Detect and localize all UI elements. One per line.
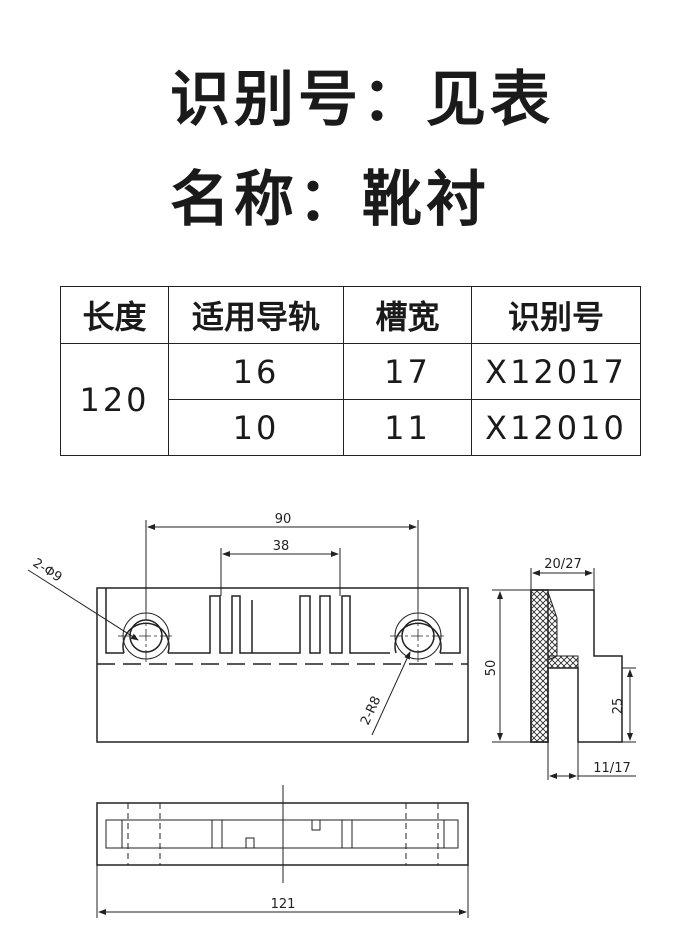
dim-25: 25 bbox=[611, 698, 626, 715]
dim-90: 90 bbox=[275, 512, 292, 527]
title-name: 名称：靴衬 bbox=[170, 165, 490, 235]
slot-profile bbox=[105, 588, 461, 654]
dim-121: 121 bbox=[271, 897, 296, 912]
front-view bbox=[27, 520, 469, 743]
cell-id: X12010 bbox=[471, 399, 641, 456]
dim-radius: 2-R8 bbox=[358, 694, 384, 728]
table-header-row: 长度 适用导轨 槽宽 识别号 bbox=[60, 286, 641, 344]
title-id: 识别号：见表 bbox=[170, 65, 554, 135]
top-view bbox=[96, 785, 469, 918]
dim-50: 50 bbox=[484, 660, 499, 677]
dim-20-27: 20/27 bbox=[544, 557, 581, 572]
cell-id: X12017 bbox=[471, 343, 641, 400]
header-length: 长度 bbox=[60, 286, 169, 344]
dim-38: 38 bbox=[273, 539, 290, 554]
side-view bbox=[492, 568, 636, 780]
cell-length: 120 bbox=[60, 343, 169, 456]
front-outline bbox=[96, 587, 469, 743]
dim-11-17: 11/17 bbox=[593, 761, 630, 776]
spec-table: 长度 适用导轨 槽宽 识别号 120 16 17 X12017 10 11 X1… bbox=[60, 286, 641, 456]
dim-hole: 2-Φ9 bbox=[30, 556, 65, 586]
cell-slot: 11 bbox=[343, 399, 472, 456]
table-row: 10 11 X12010 bbox=[61, 399, 641, 456]
cell-rail: 16 bbox=[168, 343, 344, 400]
cell-rail: 10 bbox=[168, 399, 344, 456]
table-row: 120 16 17 X12017 bbox=[60, 343, 641, 456]
header-slot: 槽宽 bbox=[343, 286, 472, 344]
